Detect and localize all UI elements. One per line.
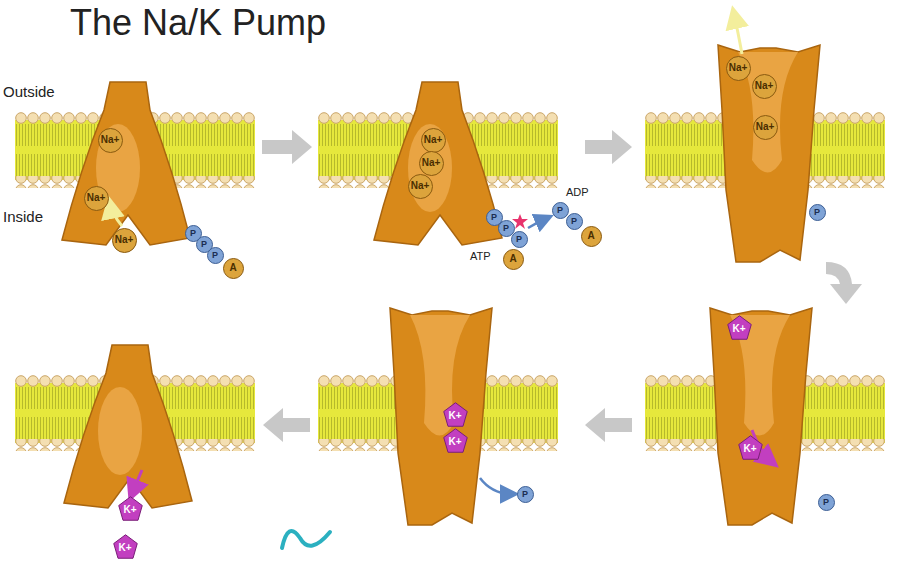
ion-text: P [201,240,207,249]
sodium-ion: Na+ [752,74,777,99]
potassium-ion: K+ [727,315,752,340]
ion-text: Na+ [115,235,134,245]
sodium-ion: Na+ [421,128,446,153]
potassium-ion: K+ [113,534,138,559]
ion-text: P [571,217,577,226]
phosphate-circle: P [517,486,534,503]
molecule-label: ADP [566,186,589,198]
ion-text: Na+ [422,158,441,168]
ion-text: K+ [118,543,131,553]
sodium-ion: Na+ [98,128,123,153]
ion-text: K+ [448,411,461,421]
ion-text: Na+ [411,181,430,191]
ion-text: Na+ [756,122,775,132]
phosphate-circle: P [207,247,224,264]
ion-text: P [491,213,497,222]
phosphate-circle: P [809,204,826,221]
potassium-ion: K+ [738,435,763,460]
ion-text: Na+ [87,193,106,203]
ion-text: P [814,208,820,217]
phosphate-circle: P [511,231,528,248]
ion-text: A [229,263,236,273]
adenosine-circle: A [223,258,244,279]
potassium-ion: K+ [443,402,468,427]
ion-text: K+ [743,444,756,454]
ion-text: K+ [123,505,136,515]
molecule-label: ATP [470,250,491,262]
sodium-ion: Na+ [112,228,137,253]
ion-text: A [587,231,594,241]
sodium-ion: Na+ [408,174,433,199]
ion-text: P [522,490,528,499]
sodium-ion: Na+ [84,186,109,211]
ion-text: K+ [732,324,745,334]
ion-text: P [823,498,829,507]
ion-text: P [516,235,522,244]
side-label: Inside [3,208,43,225]
ion-text: P [503,224,509,233]
sodium-ion: Na+ [419,151,444,176]
ion-text: P [190,229,196,238]
ion-text: Na+ [729,63,748,73]
potassium-ion: K+ [118,496,143,521]
phosphate-circle: P [566,213,583,230]
ion-text: P [212,251,218,260]
ion-text: K+ [448,437,461,447]
potassium-ion: K+ [443,428,468,453]
ion-text: A [509,254,516,264]
sodium-ion: Na+ [726,56,751,81]
adenosine-circle: A [503,249,524,270]
side-label: Outside [3,83,55,100]
ion-text: Na+ [424,135,443,145]
sodium-ion: Na+ [753,115,778,140]
ion-text: P [557,206,563,215]
ion-text: Na+ [755,81,774,91]
phosphate-circle: P [552,202,569,219]
diagram-title: The Na/K Pump [70,2,326,44]
phosphate-circle: P [818,494,835,511]
adenosine-circle: A [581,226,602,247]
ion-text: Na+ [101,135,120,145]
